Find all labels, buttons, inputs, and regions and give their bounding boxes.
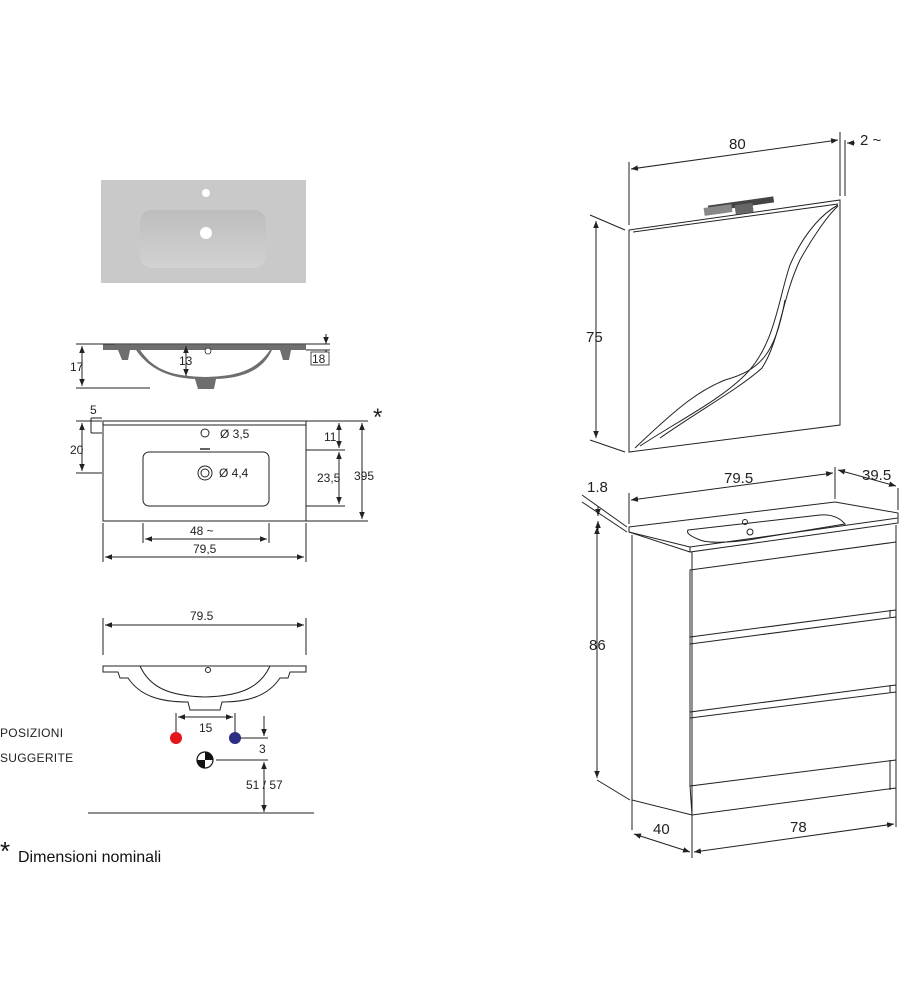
dim-23-5: 23,5: [317, 471, 341, 485]
footnote-star: *: [0, 836, 11, 866]
cabinet-height: 86: [589, 637, 606, 654]
dim-79-5-plan: 79,5: [193, 542, 217, 556]
dim-5: 5: [90, 403, 97, 417]
dim-51-57: 51 / 57: [246, 778, 283, 792]
sink-basin: [140, 210, 266, 268]
sink-section: 17 13 18: [70, 334, 330, 389]
top-width: 79.5: [724, 470, 753, 487]
mirror-gap: 2 ~: [860, 132, 882, 149]
dim-11: 11: [324, 430, 337, 444]
dim-395: 395: [354, 469, 374, 483]
hole-small-label: Ø 3,5: [220, 427, 250, 441]
dim-18: 18: [312, 352, 326, 366]
nominal-star: *: [373, 404, 382, 431]
dim-48: 48 ~: [190, 524, 214, 538]
dim-15: 15: [199, 721, 213, 735]
dim-13: 13: [179, 354, 193, 368]
top-depth: 39.5: [862, 467, 891, 484]
sink-front: 79.5 15 3 51 / 57: [88, 609, 314, 814]
sink-plan: Ø 3,5 Ø 4,4 5 20 11 23,5 395 * 48 ~ 79,5: [70, 403, 382, 562]
drain-hole: [200, 227, 212, 239]
hot-tap-dot: [170, 732, 182, 744]
dim-79-5-front: 79.5: [190, 609, 214, 623]
cabinet-depth: 40: [653, 821, 670, 838]
cabinet-width: 78: [790, 819, 807, 836]
hole-drain-label: Ø 4,4: [219, 466, 249, 480]
suggerite-label: SUGGERITE: [0, 751, 74, 765]
top-thickness: 1.8: [587, 479, 608, 496]
footnote-text: Dimensioni nominali: [18, 849, 162, 866]
cold-tap-dot: [229, 732, 241, 744]
sink-top-render: [101, 180, 306, 283]
posizioni-label: POSIZIONI: [0, 726, 64, 740]
mirror-width: 80: [729, 136, 746, 153]
dim-20: 20: [70, 443, 84, 457]
tap-hole: [202, 189, 210, 197]
cabinet: 79.5 39.5 1.8 86 40 78: [581, 467, 899, 858]
dim-17: 17: [70, 360, 84, 374]
mirror: 80 2 ~ 75: [586, 132, 882, 453]
mirror-height: 75: [586, 329, 603, 346]
dim-3: 3: [259, 742, 266, 756]
